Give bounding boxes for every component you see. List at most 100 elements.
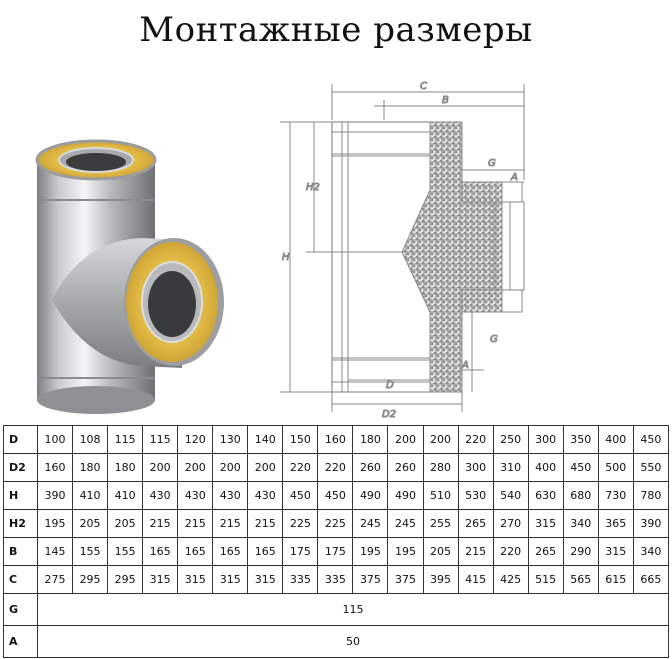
table-cell: 315 <box>247 565 284 594</box>
table-cell: 450 <box>317 481 354 510</box>
table-cell: 295 <box>72 565 109 594</box>
row-label: G <box>3 593 38 626</box>
dim-label-d: D <box>386 380 394 391</box>
table-cell: 390 <box>36 481 74 510</box>
dim-label-g-lower: G <box>490 334 498 345</box>
table-cell: 175 <box>282 537 319 566</box>
table-cell: 205 <box>422 537 459 566</box>
table-cell: 160 <box>36 453 74 482</box>
table-cell: 490 <box>352 481 389 510</box>
table-cell: 630 <box>527 481 564 510</box>
table-cell: 530 <box>457 481 494 510</box>
row-label: D2 <box>3 453 38 482</box>
table-cell: 310 <box>492 453 529 482</box>
table-cell: 550 <box>632 453 670 482</box>
table-cell: 205 <box>72 509 109 538</box>
table-cell: 275 <box>36 565 74 594</box>
row-label: A <box>3 625 38 658</box>
row-label: H2 <box>3 509 38 538</box>
table-cell: 175 <box>317 537 354 566</box>
dim-label-d2: D2 <box>382 409 396 420</box>
table-cell: 225 <box>282 509 319 538</box>
table-cell: 220 <box>282 453 319 482</box>
table-cell: 220 <box>317 453 354 482</box>
table-cell: 540 <box>492 481 529 510</box>
tee-dimension-drawing: C B G A H H2 G A D D2 <box>280 81 525 421</box>
table-cell: 430 <box>212 481 249 510</box>
table-cell-span: 50 <box>37 625 669 658</box>
table-cell: 375 <box>352 565 389 594</box>
table-cell: 130 <box>212 425 249 454</box>
table-cell: 335 <box>282 565 319 594</box>
table-cell: 115 <box>142 425 179 454</box>
table-cell: 108 <box>72 425 109 454</box>
table-cell: 200 <box>247 453 284 482</box>
table-cell: 215 <box>457 537 494 566</box>
table-cell: 510 <box>422 481 459 510</box>
table-cell: 165 <box>212 537 249 566</box>
table-cell: 180 <box>352 425 389 454</box>
table-cell: 290 <box>562 537 599 566</box>
table-cell: 100 <box>36 425 74 454</box>
table-cell: 250 <box>492 425 529 454</box>
table-cell: 215 <box>212 509 249 538</box>
dim-label-a: A <box>510 172 518 183</box>
table-cell: 260 <box>352 453 389 482</box>
table-cell: 155 <box>72 537 109 566</box>
table-cell: 390 <box>632 509 670 538</box>
table-cell: 115 <box>107 425 144 454</box>
table-cell: 255 <box>422 509 459 538</box>
table-cell: 215 <box>247 509 284 538</box>
table-cell: 215 <box>177 509 214 538</box>
table-cell: 165 <box>142 537 179 566</box>
table-cell: 410 <box>72 481 109 510</box>
row-label: D <box>3 425 38 454</box>
table-cell: 300 <box>527 425 564 454</box>
table-cell: 315 <box>597 537 634 566</box>
table-cell: 350 <box>562 425 599 454</box>
dim-label-c: C <box>420 81 427 92</box>
table-cell: 215 <box>142 509 179 538</box>
table-cell: 315 <box>142 565 179 594</box>
table-cell: 165 <box>177 537 214 566</box>
table-cell: 500 <box>597 453 634 482</box>
table-cell: 430 <box>247 481 284 510</box>
table-cell: 400 <box>597 425 634 454</box>
dim-label-h2: H2 <box>306 182 320 193</box>
table-cell: 150 <box>282 425 319 454</box>
table-cell: 335 <box>317 565 354 594</box>
branch-pipe <box>52 238 224 368</box>
table-cell: 450 <box>632 425 670 454</box>
table-cell: 270 <box>492 509 529 538</box>
table-cell: 340 <box>632 537 670 566</box>
table-cell: 160 <box>317 425 354 454</box>
table-cell: 780 <box>632 481 670 510</box>
table-cell: 395 <box>422 565 459 594</box>
table-cell: 415 <box>457 565 494 594</box>
table-cell: 145 <box>36 537 74 566</box>
table-cell: 515 <box>527 565 564 594</box>
table-cell: 200 <box>177 453 214 482</box>
table-cell: 300 <box>457 453 494 482</box>
page-title: Монтажные размеры <box>139 10 533 50</box>
table-cell: 425 <box>492 565 529 594</box>
table-cell: 430 <box>177 481 214 510</box>
row-label: C <box>3 565 38 594</box>
table-cell: 365 <box>597 509 634 538</box>
table-cell: 260 <box>387 453 424 482</box>
table-cell: 195 <box>36 509 74 538</box>
table-cell: 180 <box>107 453 144 482</box>
table-cell: 615 <box>597 565 634 594</box>
table-cell: 280 <box>422 453 459 482</box>
table-cell: 315 <box>177 565 214 594</box>
table-cell: 340 <box>562 509 599 538</box>
table-cell: 205 <box>107 509 144 538</box>
table-cell: 295 <box>107 565 144 594</box>
